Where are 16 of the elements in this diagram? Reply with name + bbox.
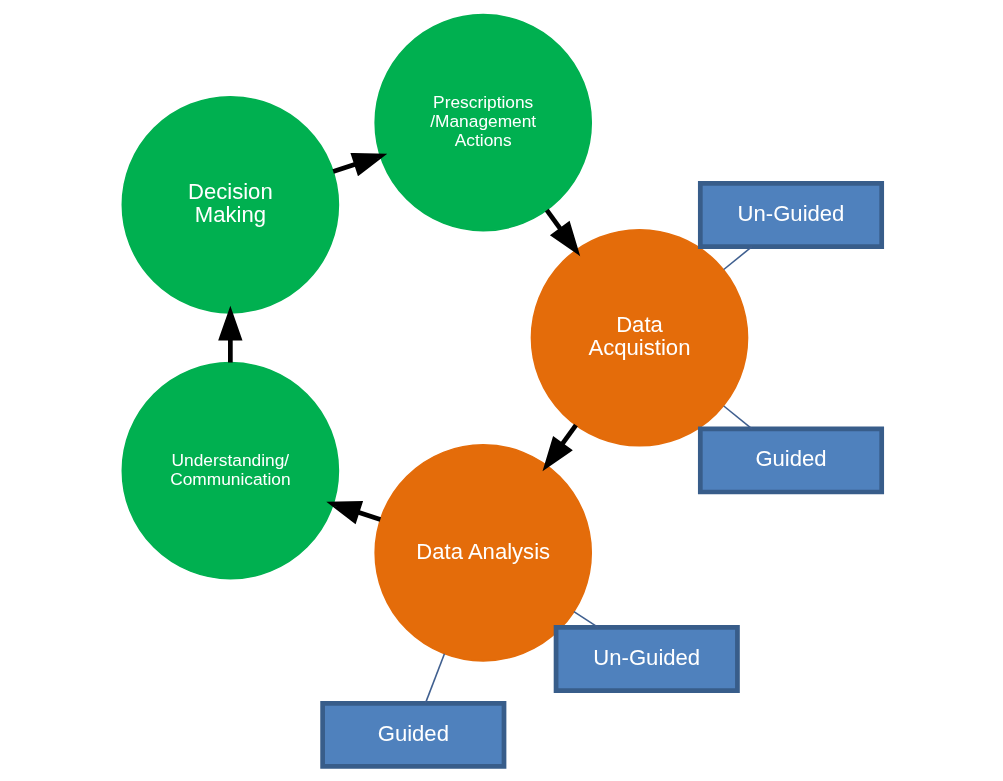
node-box: Un-Guided [553,625,740,693]
arrow [542,423,578,472]
node-box: Guided [697,426,884,495]
node-circle: Data Analysis [373,444,592,662]
connector [722,245,753,271]
arrow [331,152,387,177]
node-circle: Understanding/ Communication [121,361,339,580]
connector [424,653,445,704]
node-box: Guided [319,700,506,769]
arrow [217,305,242,363]
connector [572,610,599,629]
node-circle: Decision Making [121,95,339,314]
arrow [544,208,580,257]
node-box: Un-Guided [697,181,884,249]
arrow [325,501,381,525]
connector [722,405,753,430]
